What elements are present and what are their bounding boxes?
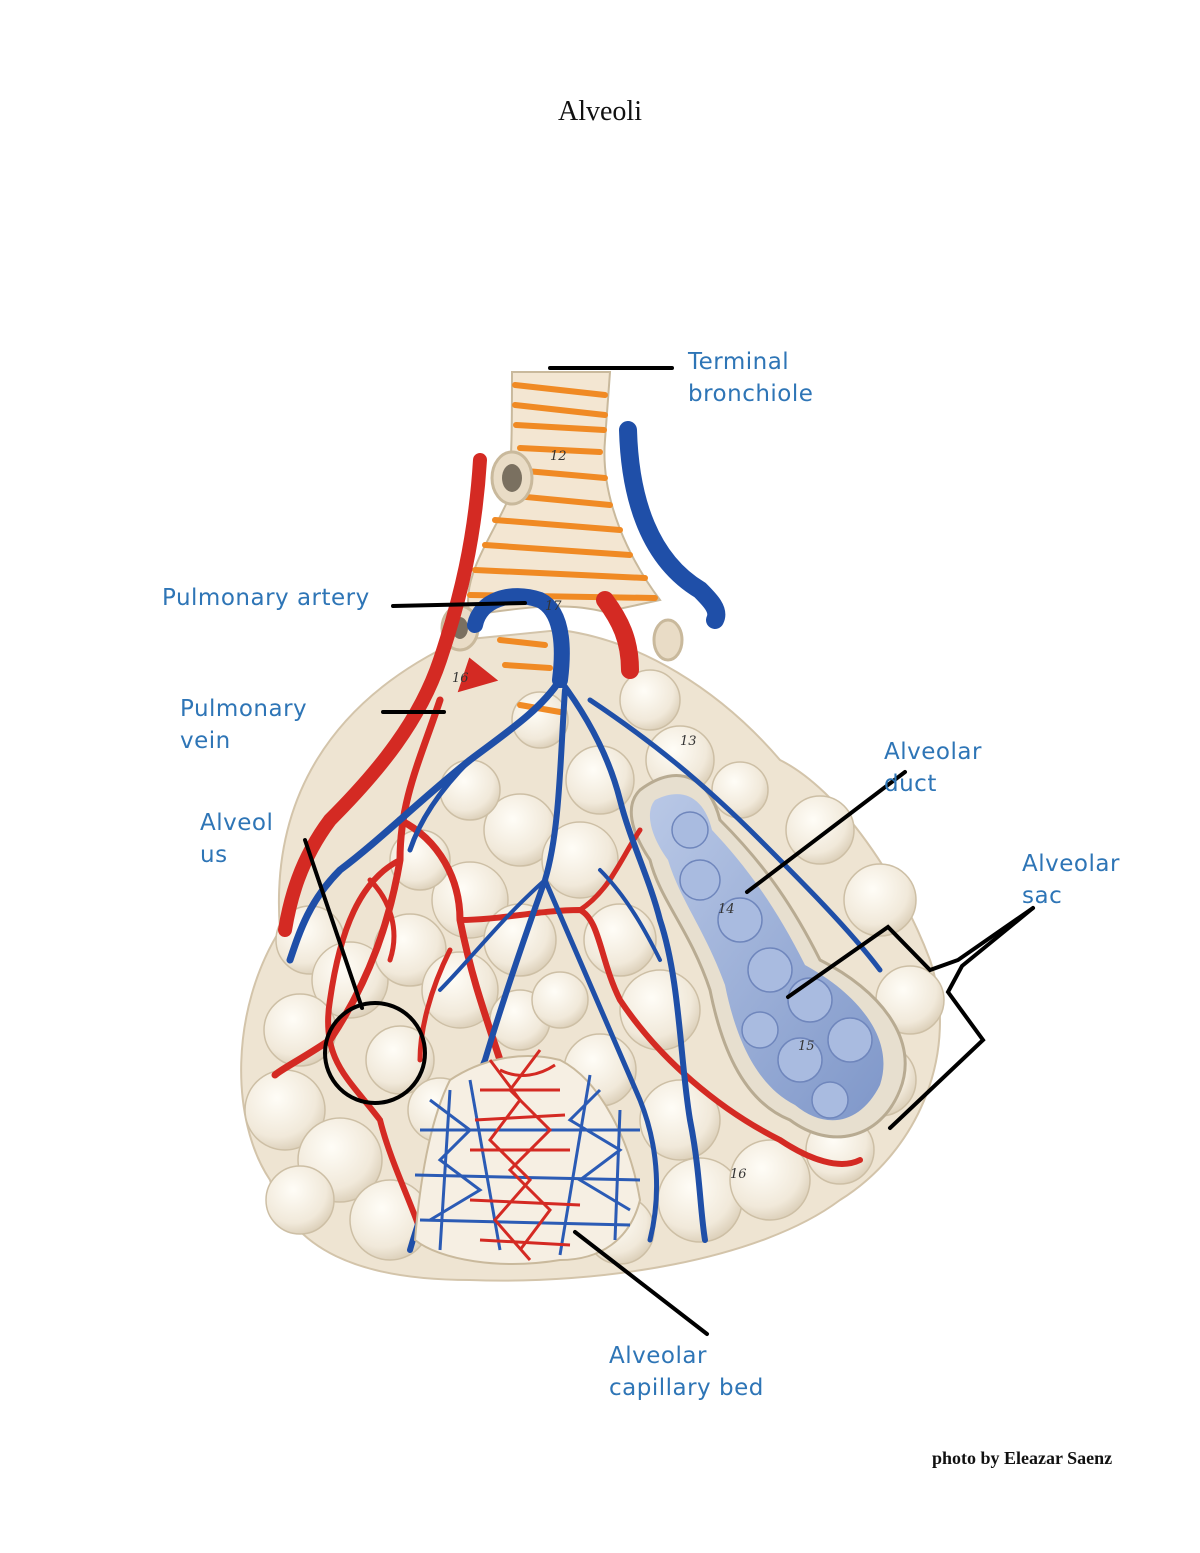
- terminal-bronchiole: [440, 371, 684, 715]
- model-number-15: 15: [798, 1039, 815, 1054]
- leader-alveolar-duct: [745, 770, 907, 894]
- label-line: Alveolar: [884, 739, 982, 765]
- label-alveolar-capillary-bed: Alveolar capillary bed: [609, 1340, 764, 1404]
- leader-lines: [303, 366, 1035, 1336]
- label-terminal-bronchiole: Terminal bronchiole: [688, 346, 813, 410]
- label-alveolar-duct: Alveolar duct: [884, 736, 982, 800]
- page-title: Alveoli: [558, 96, 642, 127]
- photo-credit: photo by Eleazar Saenz: [932, 1448, 1113, 1468]
- model-number-12: 12: [550, 449, 567, 464]
- label-line: Alveolar: [609, 1343, 707, 1369]
- leader-alveolar-sac-upper: [786, 906, 1035, 999]
- label-alveolar-sac: Alveolar sac: [1022, 848, 1120, 912]
- label-line: capillary bed: [609, 1375, 764, 1401]
- label-pulmonary-vein: Pulmonary vein: [180, 693, 307, 757]
- leader-pulmonary-artery: [391, 601, 527, 608]
- label-line: Alveol: [200, 810, 274, 836]
- alveolus-circle-marker: [323, 1001, 427, 1105]
- label-line: us: [200, 842, 228, 868]
- label-line: Terminal: [688, 349, 790, 375]
- model-number-17: 17: [545, 599, 562, 614]
- alveoli-cluster: [240, 628, 945, 1282]
- label-line: vein: [180, 728, 231, 754]
- model-number-16-top: 16: [452, 671, 469, 686]
- model-number-14: 14: [718, 902, 735, 917]
- capillary-bed-mesh: [413, 1049, 642, 1265]
- label-pulmonary-artery: Pulmonary artery: [162, 582, 370, 614]
- leader-alveolus: [303, 838, 364, 1010]
- label-line: Pulmonary: [180, 696, 308, 722]
- label-alveolus: Alveol us: [200, 807, 273, 871]
- leader-alveolar-sac-lower: [888, 906, 1035, 1130]
- label-line: bronchiole: [688, 381, 814, 407]
- model-number-16-bottom: 16: [730, 1167, 747, 1182]
- label-line: duct: [884, 771, 937, 797]
- alveolar-sac-cutaway: [629, 774, 907, 1139]
- model-numbers: 12 17 16 13 14 15 16: [452, 449, 815, 1182]
- label-line: sac: [1022, 883, 1063, 909]
- label-line: Alveolar: [1022, 851, 1120, 877]
- leader-alveolar-capillary-bed: [573, 1230, 709, 1336]
- model-number-13: 13: [680, 734, 697, 749]
- label-line: Pulmonary artery: [162, 585, 370, 611]
